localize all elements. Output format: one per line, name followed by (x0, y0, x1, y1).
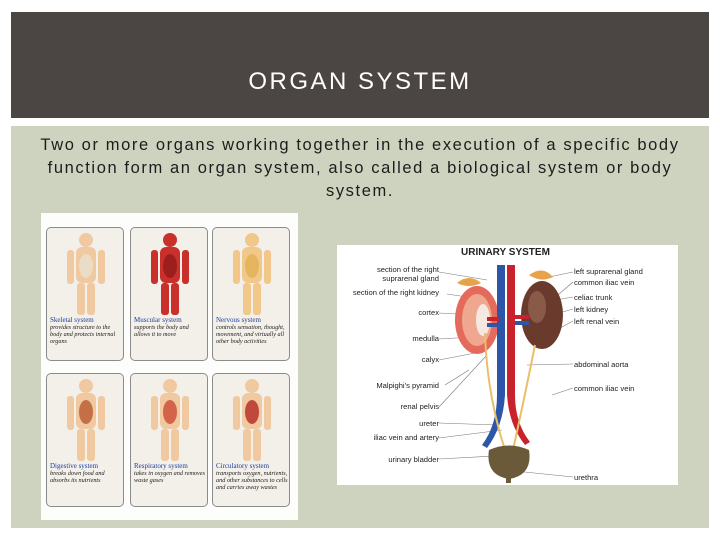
right-label: left kidney (574, 305, 609, 314)
body-paragraph: Two or more organs working together in t… (40, 136, 680, 200)
slide-title: ORGAN SYSTEM (248, 68, 472, 95)
system-card-description: provides structure to the body and prote… (50, 324, 116, 345)
left-label: section of the right (376, 265, 439, 274)
system-card-title: Nervous system (216, 316, 261, 324)
right-label: left renal vein (574, 317, 620, 326)
body-figure-icon (67, 379, 105, 461)
body-figure-icon (233, 233, 271, 315)
body-figure-icon (67, 233, 105, 315)
system-card-title: Respiratory system (134, 462, 188, 470)
system-card-description: breaks down food and absorbs its nutrien… (50, 470, 105, 484)
system-card-description: takes in oxygen and removes waste gases (134, 470, 205, 484)
right-label: urethra (574, 473, 599, 482)
left-label: renal pelvis (400, 402, 439, 411)
left-label: Malpighi's pyramid (376, 381, 439, 390)
urinary-diagram (438, 265, 574, 483)
left-label: ureter (419, 419, 439, 428)
left-label: cortex (418, 308, 439, 317)
right-label: left suprarenal gland (574, 267, 643, 276)
system-card-description: supports the body and allows it to move (134, 324, 189, 338)
urinary-title: URINARY SYSTEM (461, 247, 550, 258)
left-label: urinary bladder (388, 455, 439, 464)
right-label: celiac trunk (574, 293, 613, 302)
left-label: suprarenal gland (382, 274, 439, 283)
system-card-description: controls sensation, thought, movement, a… (216, 324, 285, 345)
right-label: common iliac vein (574, 384, 635, 393)
body-figure-icon (233, 379, 271, 461)
system-card-title: Muscular system (134, 316, 182, 324)
body-figure-icon (151, 379, 189, 461)
right-label: abdominal aorta (574, 360, 629, 369)
right-label: common iliac vein (574, 278, 635, 287)
left-label: medulla (412, 334, 439, 343)
left-label: section of the right kidney (352, 288, 439, 297)
system-card-title: Digestive system (50, 462, 99, 470)
left-label: iliac vein and artery (373, 433, 439, 442)
left-label: calyx (421, 355, 439, 364)
system-card-description: transports oxygen, nutrients, and other … (216, 470, 288, 491)
system-card-title: Skeletal system (50, 316, 94, 324)
body-figure-icon (151, 233, 189, 315)
system-card-title: Circulatory system (216, 462, 270, 470)
title-bar: ORGAN SYSTEM (11, 12, 709, 118)
